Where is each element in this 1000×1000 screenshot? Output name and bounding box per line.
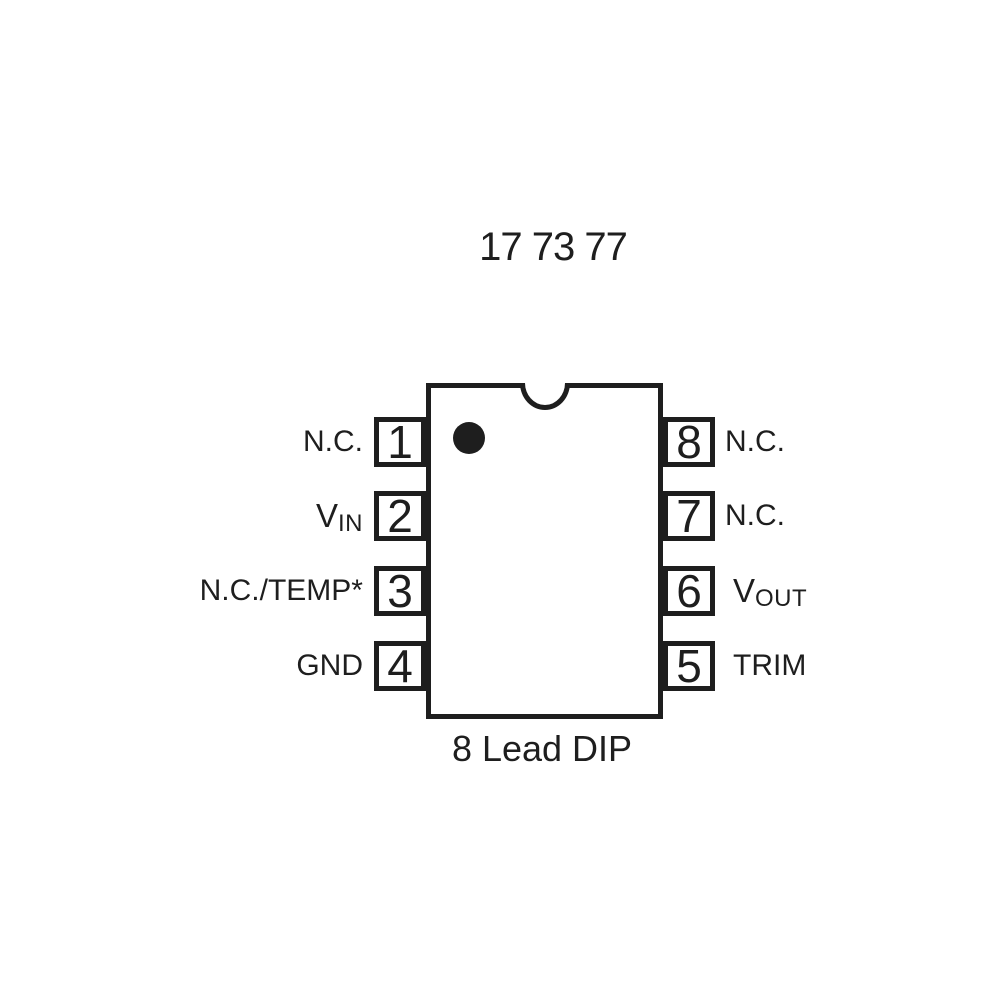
pin-5-label: TRIM <box>733 641 806 691</box>
pin-1-label-text: N.C. <box>303 425 363 458</box>
part-number: 17 73 77 <box>479 225 628 269</box>
pin-8-box: 8 <box>663 417 715 467</box>
pin-6-box: 6 <box>663 566 715 616</box>
pin-8-label-text: N.C. <box>725 425 785 458</box>
pin-1-label: N.C. <box>303 417 363 467</box>
pin-3-box: 3 <box>374 566 426 616</box>
pin-3-label-text: N.C./TEMP* <box>199 574 363 607</box>
pin-6-label-text: V <box>733 572 756 609</box>
pin-2-label-text: V <box>315 497 338 534</box>
pin-7-label-text: N.C. <box>725 499 785 532</box>
pin-2-label: VIN <box>316 491 363 541</box>
pin-5-label-text: TRIM <box>733 649 807 682</box>
pin-7-label: N.C. <box>725 491 785 541</box>
pin-4-box: 4 <box>374 641 426 691</box>
pin-3-label: N.C./TEMP* <box>200 566 363 616</box>
pin-2-box: 2 <box>374 491 426 541</box>
pin-2-label-subscript: IN <box>338 510 363 537</box>
pin-7-box: 7 <box>663 491 715 541</box>
pin-5-box: 5 <box>663 641 715 691</box>
pin-6-label-subscript: OUT <box>755 585 808 612</box>
pin-1-box: 1 <box>374 417 426 467</box>
package-caption: 8 Lead DIP <box>451 728 633 769</box>
pin-8-label: N.C. <box>725 417 785 467</box>
pin1-dot-icon <box>453 422 485 454</box>
pin-4-label-text: GND <box>296 649 363 682</box>
pin-4-label: GND <box>296 641 363 691</box>
pin1-notch-icon <box>519 383 570 410</box>
pin-6-label: VOUT <box>733 566 807 616</box>
